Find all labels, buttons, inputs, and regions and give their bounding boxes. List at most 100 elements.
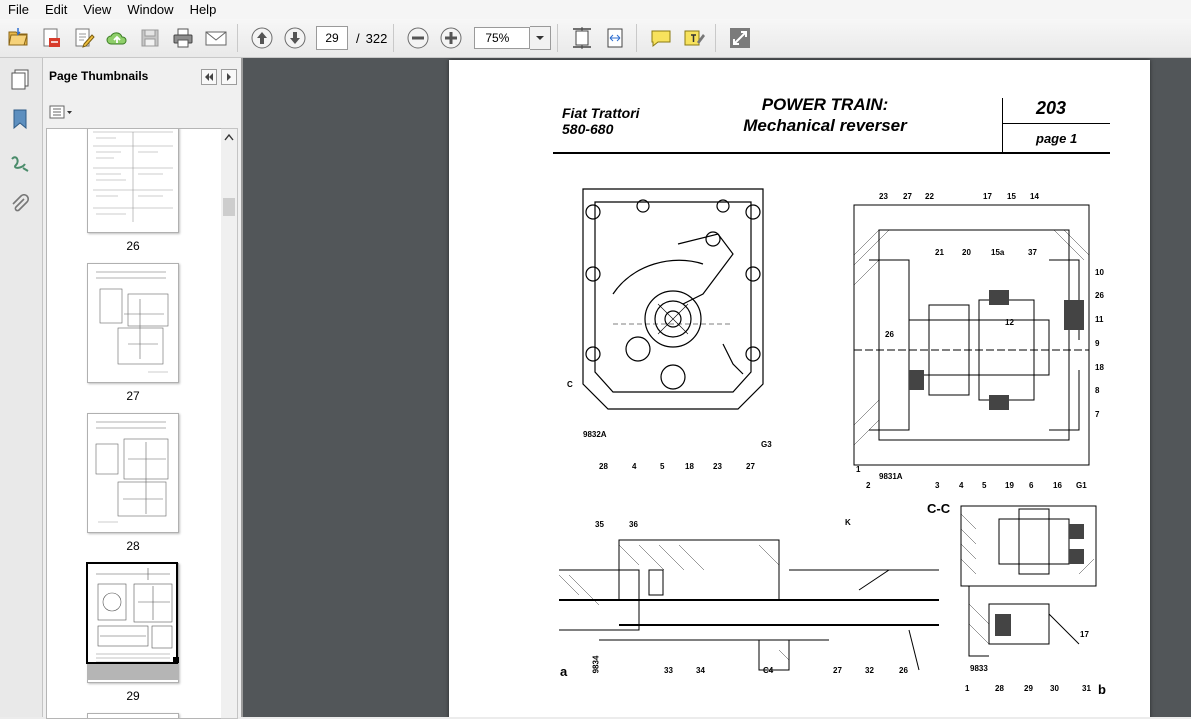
zoom-level-input[interactable]: 75% [474, 27, 531, 49]
signatures-button[interactable] [8, 150, 32, 176]
open-folder-icon [8, 28, 28, 46]
callout: C4 [763, 666, 774, 675]
callout: G1 [1076, 481, 1087, 490]
signature-icon [11, 156, 29, 172]
thumbnail-page-28[interactable] [87, 413, 179, 533]
thumbnail-label: 26 [126, 239, 140, 253]
callout: 35 [595, 520, 604, 529]
pdf-page: Fiat Trattori 580-680 POWER TRAIN: Mecha… [449, 60, 1150, 717]
scroll-up-icon[interactable] [224, 133, 234, 141]
fit-page-icon [573, 27, 592, 49]
thumbnails-panel: Page Thumbnails 26 [43, 58, 242, 719]
zoom-out-button[interactable] [403, 23, 433, 53]
figure-ref: 9831A [879, 472, 903, 481]
printer-icon [173, 28, 193, 48]
paperclip-icon [12, 194, 30, 212]
callout: 26 [899, 666, 908, 675]
header-rule-inner [1002, 123, 1110, 124]
open-file-button[interactable] [3, 23, 33, 53]
callout: 28 [995, 684, 1004, 693]
page-preview [96, 271, 169, 373]
callout: 1 [856, 465, 861, 474]
thumbnail-page-27[interactable] [87, 263, 179, 383]
fit-width-button[interactable] [600, 23, 630, 53]
cloud-upload-icon [106, 32, 127, 45]
resize-handle[interactable] [173, 657, 179, 663]
fit-width-icon [607, 28, 623, 48]
zoom-in-button[interactable] [436, 23, 466, 53]
bookmark-icon [13, 109, 27, 130]
callout: 20 [962, 248, 971, 257]
thumbnails-scrollbar[interactable] [221, 128, 238, 719]
page-preview [93, 131, 173, 222]
bookmarks-button[interactable] [8, 106, 32, 132]
email-button[interactable] [201, 23, 231, 53]
thumbnail-viewport-indicator[interactable] [87, 664, 179, 680]
edit-button[interactable] [69, 23, 99, 53]
thumbnail-options-button[interactable] [49, 104, 75, 120]
figure-label-k: K [845, 518, 851, 527]
callout: 16 [1053, 481, 1062, 490]
callout: 34 [696, 666, 705, 675]
callout: 3 [935, 481, 940, 490]
figure-ref: 9832A [583, 430, 607, 439]
toolbar-separator [557, 24, 559, 52]
thumbnail-page-30[interactable] [87, 713, 179, 718]
page-separator: / [356, 30, 360, 46]
callout: 4 [632, 462, 637, 471]
callout: 33 [664, 666, 673, 675]
upload-button[interactable] [102, 23, 132, 53]
panel-forward-button[interactable] [221, 69, 237, 85]
figure-section-cc [960, 505, 1097, 657]
arrow-down-icon [284, 27, 306, 49]
scrollbar-thumb[interactable] [223, 198, 235, 216]
page-thumbnails-button[interactable] [8, 66, 32, 92]
fit-page-button[interactable] [567, 23, 597, 53]
expand-button[interactable] [725, 23, 755, 53]
document-view[interactable]: Fiat Trattori 580-680 POWER TRAIN: Mecha… [243, 58, 1191, 717]
chevron-right-icon [227, 73, 231, 81]
callout: 26 [885, 330, 894, 339]
toolbar: 29 / 322 75% [0, 19, 1191, 58]
page-thumbnails-icon [11, 69, 29, 90]
callout: 2 [866, 481, 871, 490]
figure-gearbox-cover [582, 188, 764, 410]
callout: 12 [1005, 318, 1014, 327]
zoom-dropdown-button[interactable] [530, 26, 552, 50]
previous-page-button[interactable] [247, 23, 277, 53]
menu-view[interactable]: View [83, 2, 112, 17]
callout: G3 [761, 440, 772, 449]
callout: 27 [833, 666, 842, 675]
menu-edit[interactable]: Edit [44, 2, 68, 17]
panel-splitter[interactable] [241, 58, 243, 717]
thumbnails-list[interactable]: 26 27 [46, 128, 226, 719]
page-label: page 1 [1036, 131, 1078, 146]
speech-bubble-icon [651, 30, 671, 48]
edit-document-icon [75, 28, 95, 48]
section-number: 203 [1036, 98, 1067, 118]
save-button[interactable] [135, 23, 165, 53]
print-button[interactable] [168, 23, 198, 53]
attachments-button[interactable] [8, 192, 32, 218]
menu-window[interactable]: Window [127, 2, 174, 17]
comment-button[interactable] [646, 23, 676, 53]
page-preview [95, 421, 169, 523]
thumbnail-label: 29 [126, 689, 140, 703]
header-rule [553, 152, 1110, 154]
thumbnail-page-26[interactable] [87, 129, 179, 233]
callout: 5 [982, 481, 987, 490]
section-label-cc: C-C [927, 501, 951, 516]
menu-file[interactable]: File [8, 2, 29, 17]
menu-help[interactable]: Help [189, 2, 217, 17]
double-chevron-left-icon [205, 73, 213, 81]
toolbar-separator [237, 24, 238, 52]
highlight-button[interactable] [679, 23, 709, 53]
collapse-panel-button[interactable] [201, 69, 217, 85]
callout: 28 [599, 462, 608, 471]
create-pdf-button[interactable] [36, 23, 66, 53]
page-number-input[interactable]: 29 [316, 26, 348, 50]
callout: 27 [746, 462, 755, 471]
next-page-button[interactable] [280, 23, 310, 53]
callout: 15a [991, 248, 1005, 257]
callout: 8 [1095, 386, 1100, 395]
